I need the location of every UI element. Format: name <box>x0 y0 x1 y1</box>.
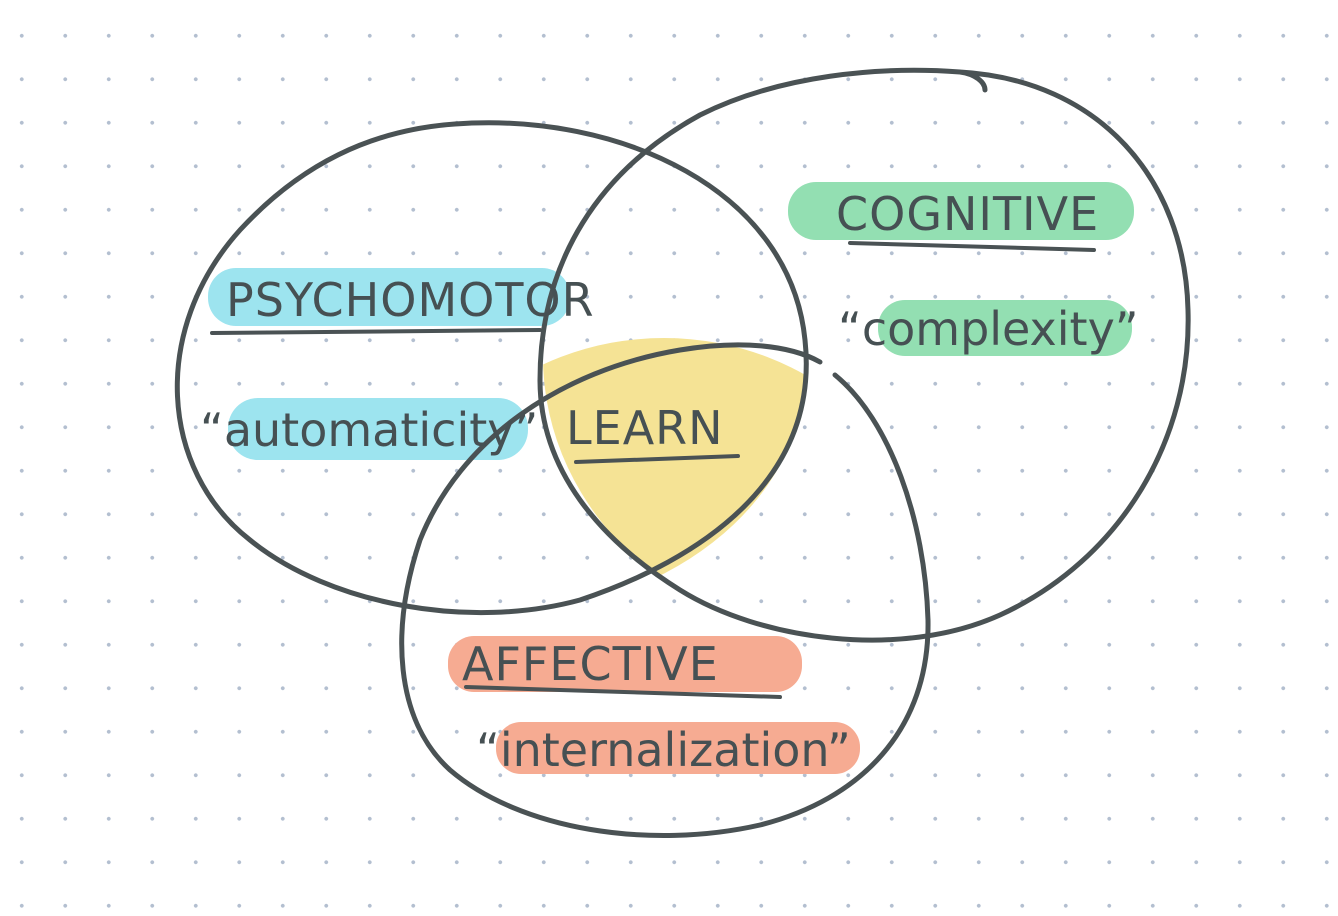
cognitive-circle <box>537 67 1191 643</box>
affective-keyword-highlight <box>496 722 860 774</box>
cognitive-title-highlight <box>788 182 1134 240</box>
psychomotor-underline <box>210 328 542 335</box>
psychomotor-keyword: “automaticity” <box>200 403 538 457</box>
psychomotor-circle <box>174 120 809 616</box>
cognitive-title: COGNITIVE <box>836 187 1099 241</box>
affective-keyword: “internalization” <box>476 723 851 777</box>
psychomotor-keyword-highlight <box>228 398 528 460</box>
cognitive-underline <box>848 241 1096 252</box>
cognitive-keyword: “complexity” <box>838 302 1139 356</box>
center-label: LEARN <box>566 401 724 455</box>
affective-title-highlight <box>448 636 802 692</box>
psychomotor-title-highlight <box>208 268 570 326</box>
cognitive-keyword-highlight <box>878 300 1132 356</box>
affective-underline <box>464 685 782 699</box>
affective-circle <box>399 342 931 838</box>
psychomotor-title: PSYCHOMOTOR <box>226 273 595 327</box>
affective-title: AFFECTIVE <box>462 637 719 691</box>
center-underline <box>574 454 740 464</box>
